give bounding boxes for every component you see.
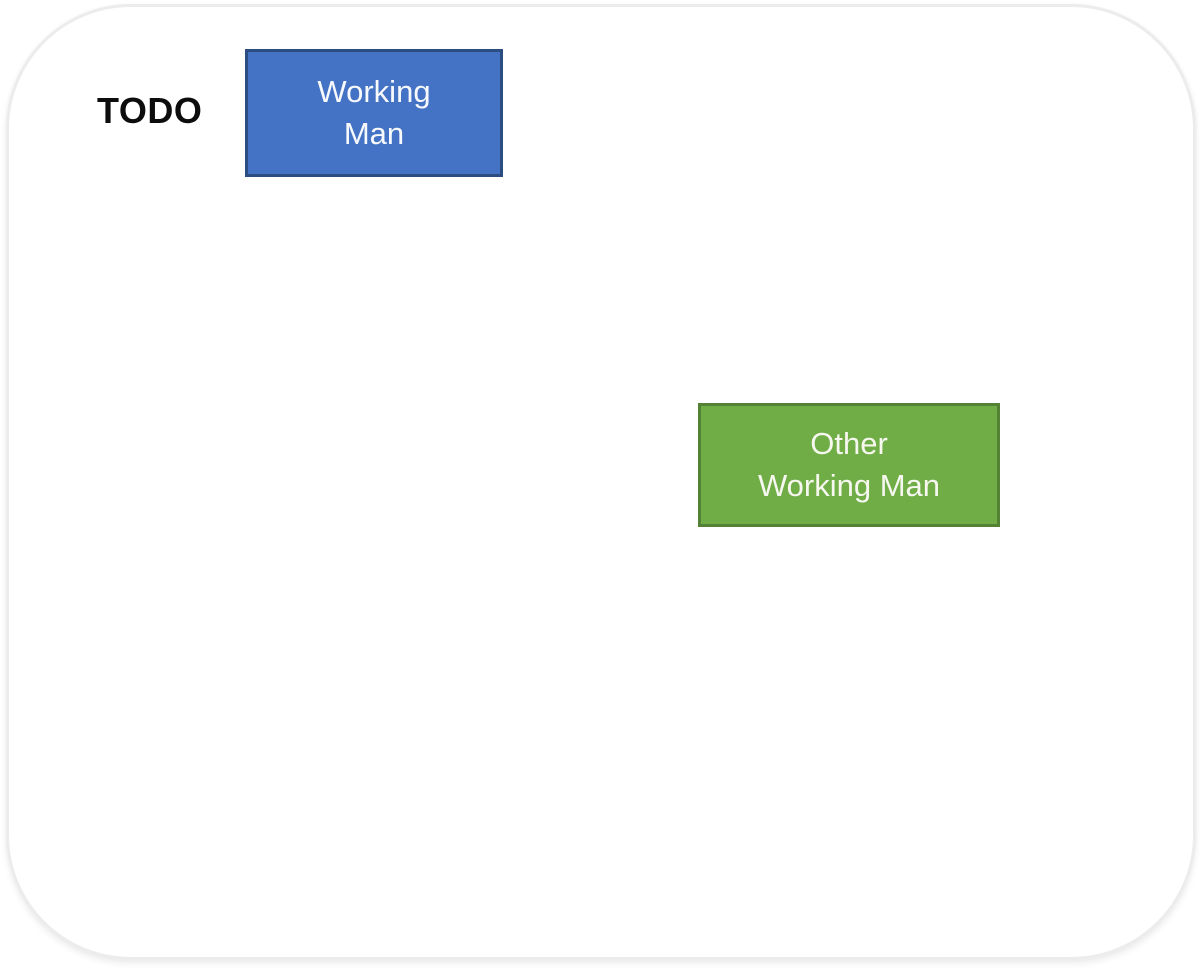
todo-label: TODO	[97, 90, 203, 131]
rounded-canvas-frame	[6, 4, 1196, 960]
working-man-box[interactable]: Working Man	[245, 49, 503, 177]
other-working-man-box[interactable]: Other Working Man	[698, 403, 1000, 527]
